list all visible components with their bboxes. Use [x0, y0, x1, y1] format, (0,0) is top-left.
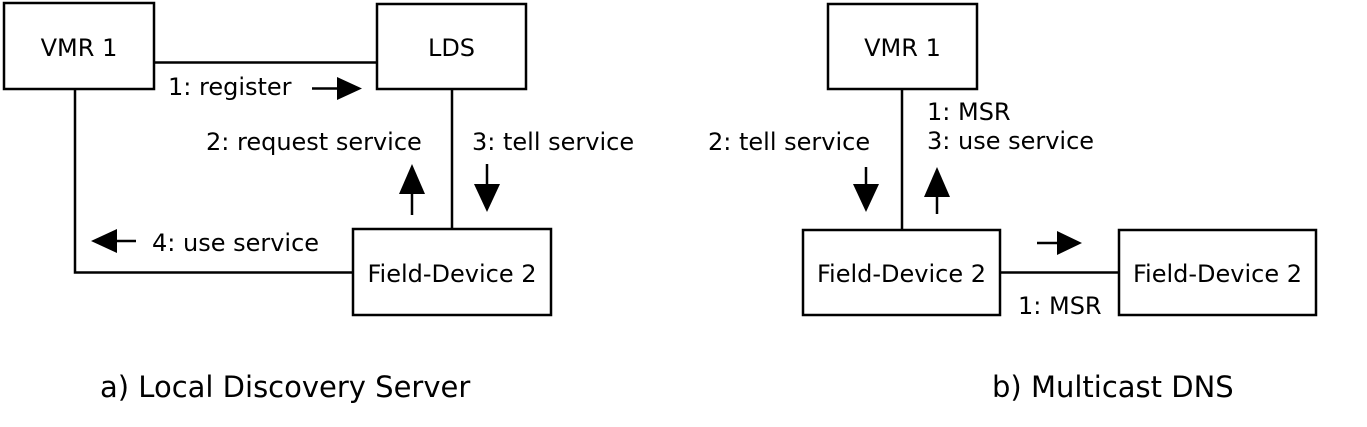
panel-multicast-dns: VMR 1 Field-Device 2 Field-Device 2 2: t… [708, 2, 1318, 404]
arrow-right-register-icon [312, 77, 362, 100]
connector-vmr1-fielddevice2 [73, 89, 353, 274]
arrow-down-tell-service-icon [474, 164, 500, 212]
edge-label-msr-bottom: 1: MSR [1018, 292, 1102, 320]
arrow-up-msr-use-service-icon [924, 167, 950, 214]
arrow-head [1057, 231, 1082, 255]
node-lds-label: LDS [428, 34, 475, 62]
arrow-head [399, 164, 425, 194]
arrow-left-use-service-icon [91, 229, 136, 253]
arrow-head [337, 77, 362, 100]
arrow-head [853, 184, 879, 212]
caption-panel-a: a) Local Discovery Server [100, 370, 470, 404]
edge-label-tell-service-b: 2: tell service [708, 128, 870, 156]
edge-label-tell-service-a: 3: tell service [472, 128, 634, 156]
edge-label-register: 1: register [168, 73, 292, 101]
node-fielddevice2-a [351, 227, 553, 317]
caption-panel-b: b) Multicast DNS [992, 370, 1234, 404]
edge-label-use-service-a: 4: use service [152, 229, 319, 257]
panel-local-discovery-server: VMR 1 LDS Field-Device 2 1: register 2: … [2, 1, 634, 404]
node-fielddevice2-b-right-label: Field-Device 2 [1133, 260, 1302, 288]
node-fielddevice2-b-left-label: Field-Device 2 [817, 260, 986, 288]
arrow-up-request-service-icon [399, 164, 425, 215]
arrow-head [924, 167, 950, 197]
node-fielddevice2-b-right [1117, 228, 1318, 317]
edge-label-msr-top: 1: MSR [927, 98, 1011, 126]
arrow-right-msr-icon [1037, 231, 1082, 255]
edge-label-use-service-b: 3: use service [927, 127, 1094, 155]
node-fielddevice2-b-left [801, 228, 1002, 317]
node-lds [375, 2, 528, 91]
node-vmr1-a-label: VMR 1 [41, 34, 118, 62]
node-vmr1-a [2, 1, 156, 91]
arrow-head [474, 184, 500, 212]
node-fielddevice2-a-label: Field-Device 2 [367, 260, 536, 288]
node-vmr1-b [826, 2, 979, 91]
arrow-down-tell-service-b-icon [853, 167, 879, 212]
node-vmr1-b-label: VMR 1 [864, 34, 941, 62]
edge-label-request-service: 2: request service [206, 128, 422, 156]
arrow-head [91, 229, 117, 253]
